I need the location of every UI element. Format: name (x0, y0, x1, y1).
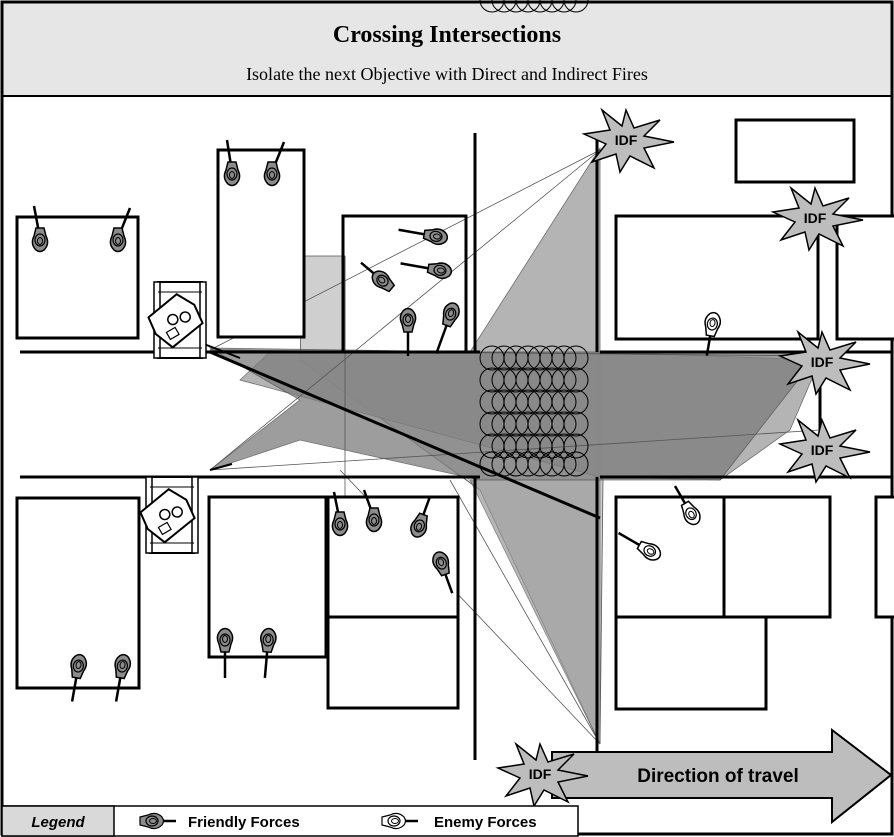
diagram-title: Crossing Intersections (332, 22, 562, 48)
direction-label: Direction of travel (637, 766, 799, 787)
friendly-vehicle (134, 476, 201, 554)
idf-label: IDF (529, 766, 552, 782)
idf-label: IDF (811, 354, 834, 370)
idf-burst: IDF (777, 417, 871, 484)
idf-markers: IDF IDF IDF IDF (581, 107, 871, 484)
friendly-forces (31, 139, 463, 702)
fan-south (469, 479, 601, 745)
diagram-subtitle: Isolate the next Objective with Direct a… (246, 64, 648, 84)
legend: Legend Friendly Forces Enemy Forces (1, 805, 579, 837)
concertina-wire (479, 0, 589, 477)
legend-enemy-label: Enemy Forces (434, 814, 537, 831)
idf-label: IDF (615, 132, 638, 148)
legend-heading: Legend (31, 814, 85, 831)
friendly-icon (139, 812, 176, 830)
enemy-icon (381, 812, 418, 830)
enemy-forces (617, 310, 723, 565)
idf-burst: IDF (777, 329, 871, 396)
idf-burst: IDF (581, 107, 675, 174)
buildings (15, 118, 894, 711)
fire-fans (208, 146, 821, 745)
idf-burst: IDF (770, 185, 864, 252)
title-band (1, 1, 893, 97)
friendly-vehicle (142, 281, 209, 359)
legend-friendly-label: Friendly Forces (188, 814, 300, 831)
idf-label: IDF (804, 210, 827, 226)
idf-label: IDF (811, 442, 834, 458)
